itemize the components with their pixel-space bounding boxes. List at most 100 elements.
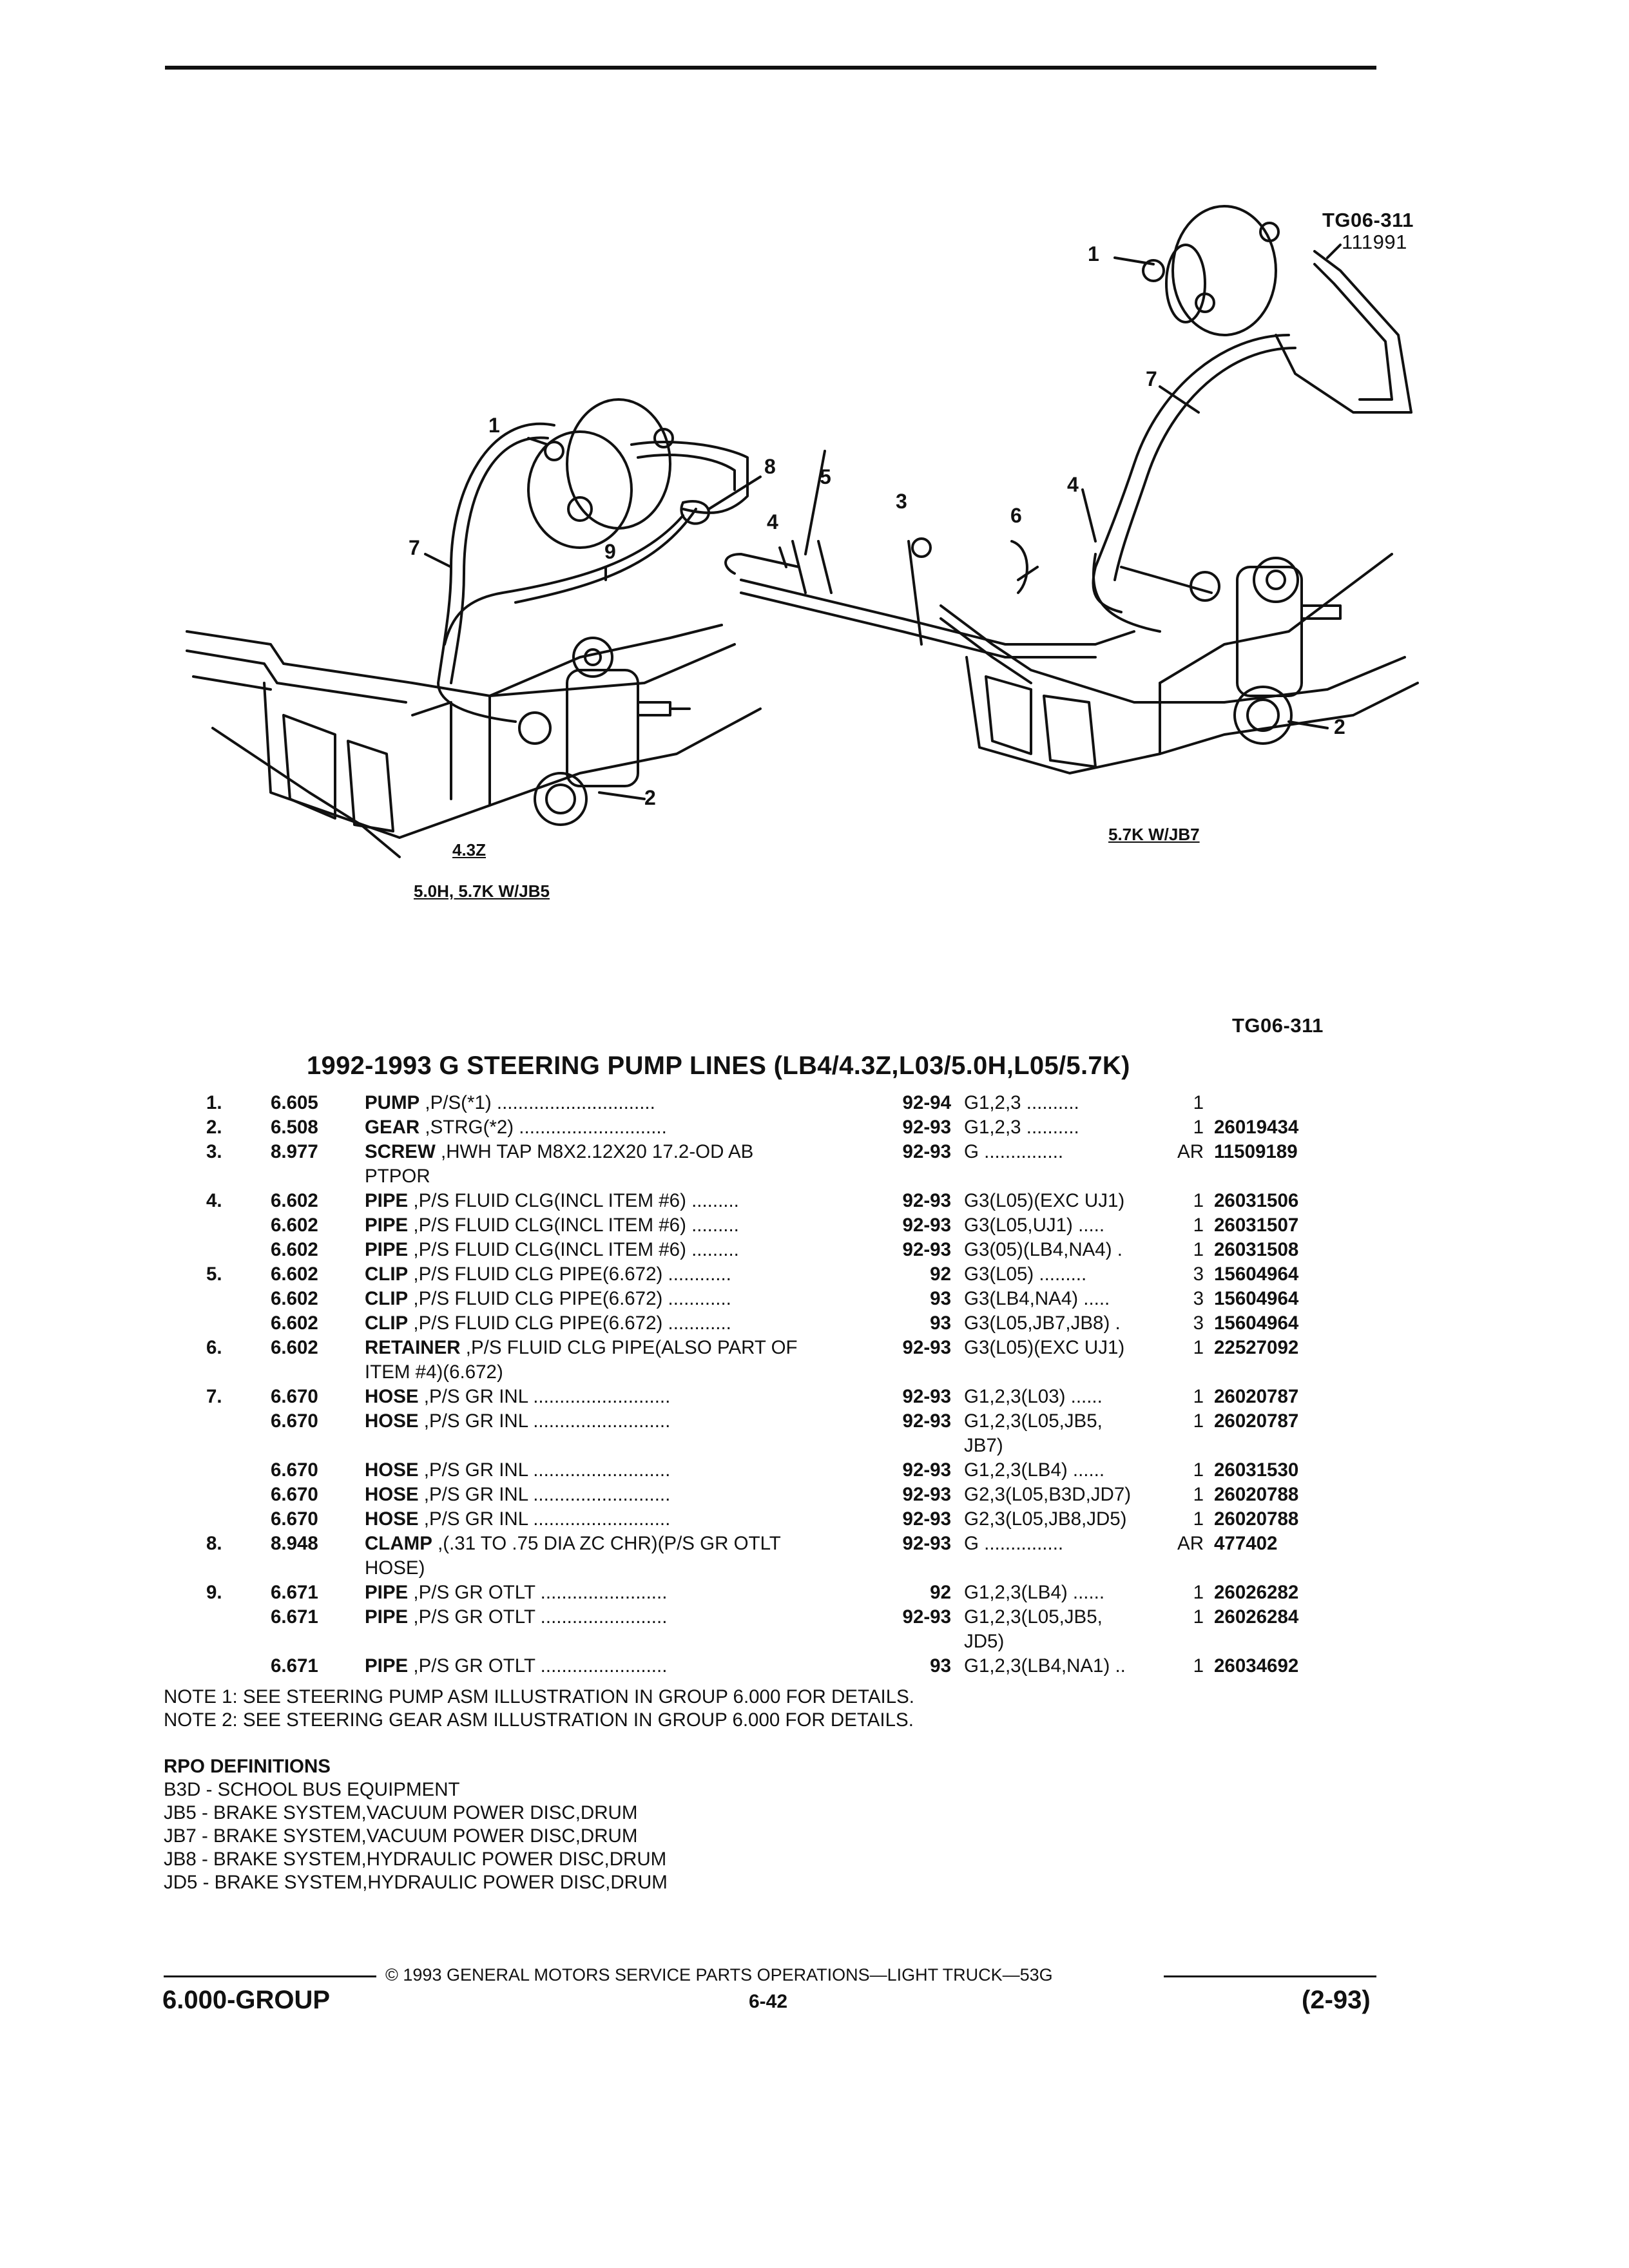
part-number: 477402 bbox=[1214, 1533, 1278, 1554]
section-title: 1992-1993 G STEERING PUMP LINES (LB4/4.3… bbox=[307, 1052, 1130, 1080]
item-number: 8. bbox=[206, 1533, 222, 1554]
part-number: 26019434 bbox=[1214, 1117, 1299, 1138]
part-name: PIPE bbox=[365, 1190, 409, 1211]
quantity: 1 bbox=[1193, 1215, 1204, 1236]
model-usage: G3(L05) ......... bbox=[964, 1264, 1087, 1285]
part-detail: ,P/S GR INL .......................... bbox=[418, 1484, 671, 1505]
figure-ref-top: TG06-311 bbox=[1322, 209, 1414, 231]
model-usage: G2,3(L05,JB8,JD5) bbox=[964, 1508, 1127, 1530]
model-years bbox=[879, 1165, 964, 1189]
item-number: 4. bbox=[206, 1190, 222, 1211]
model-years bbox=[879, 1361, 964, 1385]
callout-right-2: 2 bbox=[1334, 715, 1345, 738]
part-description: HOSE ,P/S GR INL .......................… bbox=[365, 1483, 879, 1508]
note-1: NOTE 1: SEE STEERING PUMP ASM ILLUSTRATI… bbox=[164, 1686, 914, 1707]
caption-right-engine: 5.7K W/JB7 bbox=[1108, 825, 1200, 844]
part-description: GEAR ,STRG(*2) .........................… bbox=[365, 1116, 879, 1140]
part-name: HOSE bbox=[365, 1508, 419, 1530]
quantity: AR bbox=[1177, 1533, 1204, 1554]
part-number bbox=[1214, 1434, 1343, 1459]
part-description: HOSE ,P/S GR INL .......................… bbox=[365, 1459, 879, 1483]
model-years bbox=[879, 1434, 964, 1459]
model-years: 93 bbox=[930, 1312, 951, 1334]
model-usage: G1,2,3(L05,JB5, bbox=[964, 1410, 1103, 1432]
part-detail: ,STRG(*2) ............................ bbox=[419, 1117, 667, 1138]
model-years: 92-93 bbox=[902, 1337, 951, 1358]
rpo-item: JB5 - BRAKE SYSTEM,VACUUM POWER DISC,DRU… bbox=[164, 1802, 638, 1823]
model-usage: G3(L05)(EXC UJ1) bbox=[964, 1337, 1125, 1358]
part-name: HOSE bbox=[365, 1484, 419, 1505]
group-number: 6.602 bbox=[271, 1215, 318, 1236]
part-detail: ,P/S FLUID CLG(INCL ITEM #6) ......... bbox=[408, 1190, 739, 1211]
part-description: PUMP ,P/S(*1) ..........................… bbox=[365, 1091, 879, 1116]
part-description bbox=[365, 1630, 879, 1655]
group-number bbox=[271, 1630, 365, 1655]
rpo-heading: RPO DEFINITIONS bbox=[164, 1756, 331, 1777]
group-number: 6.602 bbox=[271, 1190, 318, 1211]
model-usage: G1,2,3(LB4) ...... bbox=[964, 1459, 1105, 1481]
model-years: 92-93 bbox=[902, 1141, 951, 1162]
group-number: 6.671 bbox=[271, 1606, 318, 1628]
part-description: HOSE ,P/S GR INL .......................… bbox=[365, 1385, 879, 1410]
part-detail: ,P/S FLUID CLG PIPE(6.672) ............ bbox=[408, 1288, 731, 1309]
part-detail: ,P/S(*1) .............................. bbox=[419, 1092, 655, 1113]
model-years: 92-93 bbox=[902, 1215, 951, 1236]
part-number: 15604964 bbox=[1214, 1264, 1299, 1285]
quantity: 1 bbox=[1193, 1337, 1204, 1358]
model-usage: G1,2,3(LB4) ...... bbox=[964, 1582, 1105, 1603]
item-number bbox=[206, 1557, 271, 1581]
item-number bbox=[206, 1312, 271, 1336]
group-number: 6.671 bbox=[271, 1655, 318, 1677]
quantity bbox=[1174, 1361, 1214, 1385]
quantity bbox=[1174, 1165, 1214, 1189]
model-years: 92-93 bbox=[902, 1606, 951, 1628]
part-description: PIPE ,P/S FLUID CLG(INCL ITEM #6) ......… bbox=[365, 1238, 879, 1263]
quantity: 3 bbox=[1193, 1264, 1204, 1285]
model-usage: JD5) bbox=[964, 1631, 1005, 1652]
quantity: 1 bbox=[1193, 1190, 1204, 1211]
callout-left-8: 8 bbox=[764, 455, 776, 478]
part-description: PIPE ,P/S FLUID CLG(INCL ITEM #6) ......… bbox=[365, 1214, 879, 1238]
figure-ref-bottom: TG06-311 bbox=[1232, 1014, 1324, 1037]
footer-date: (2-93) bbox=[1302, 1986, 1371, 2014]
part-description: PTPOR bbox=[365, 1165, 879, 1189]
part-number bbox=[1214, 1165, 1343, 1189]
parts-row: HOSE) bbox=[206, 1557, 1343, 1581]
parts-row: 6.602 PIPE ,P/S FLUID CLG(INCL ITEM #6) .… bbox=[206, 1214, 1343, 1238]
part-name: PIPE bbox=[365, 1582, 409, 1603]
callout-right-1: 1 bbox=[1088, 242, 1099, 265]
model-years: 92-93 bbox=[902, 1484, 951, 1505]
quantity: 1 bbox=[1193, 1239, 1204, 1260]
callout-left-2: 2 bbox=[644, 786, 656, 809]
quantity: 1 bbox=[1193, 1459, 1204, 1481]
part-description: PIPE ,P/S FLUID CLG(INCL ITEM #6) ......… bbox=[365, 1189, 879, 1214]
quantity bbox=[1174, 1630, 1214, 1655]
model-years: 92-93 bbox=[902, 1508, 951, 1530]
part-name: CLIP bbox=[365, 1288, 409, 1309]
part-description: ITEM #4)(6.672) bbox=[365, 1361, 879, 1385]
part-detail: PTPOR bbox=[365, 1166, 430, 1187]
part-number: 26034692 bbox=[1214, 1655, 1299, 1677]
item-number bbox=[206, 1165, 271, 1189]
group-number bbox=[271, 1165, 365, 1189]
footer-rule-left bbox=[164, 1975, 376, 1977]
part-name: GEAR bbox=[365, 1117, 420, 1138]
part-description bbox=[365, 1434, 879, 1459]
part-number: 26031507 bbox=[1214, 1215, 1299, 1236]
item-number bbox=[206, 1410, 271, 1434]
group-number: 6.508 bbox=[271, 1117, 318, 1138]
quantity: 1 bbox=[1193, 1655, 1204, 1677]
group-number: 6.670 bbox=[271, 1386, 318, 1407]
model-usage: G3(L05,JB7,JB8) . bbox=[964, 1312, 1121, 1334]
part-description: HOSE) bbox=[365, 1557, 879, 1581]
part-description: HOSE ,P/S GR INL .......................… bbox=[365, 1410, 879, 1434]
notes: NOTE 1: SEE STEERING PUMP ASM ILLUSTRATI… bbox=[164, 1686, 914, 1732]
item-number bbox=[206, 1606, 271, 1630]
item-number: 2. bbox=[206, 1117, 222, 1138]
quantity: 3 bbox=[1193, 1288, 1204, 1309]
